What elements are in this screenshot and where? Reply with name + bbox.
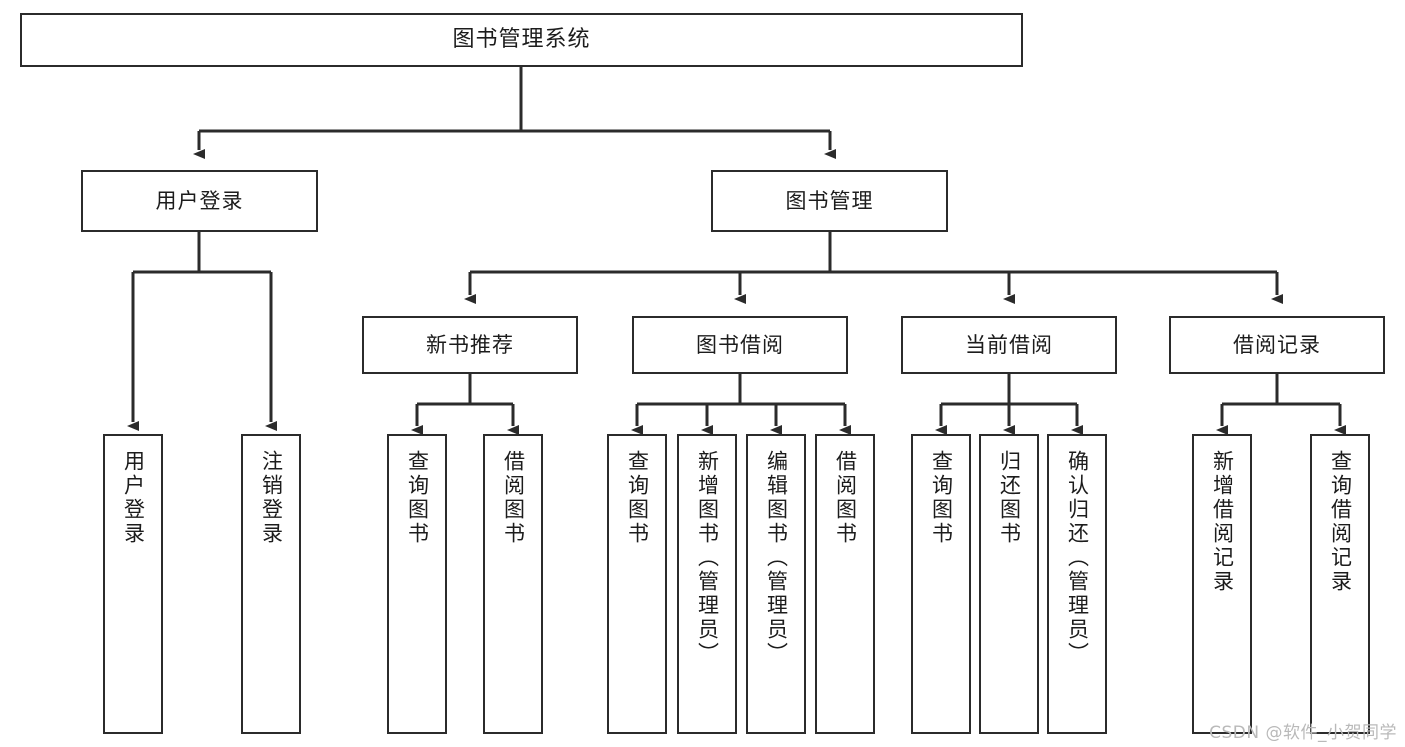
node-label: 确认归还（管理员）: [1065, 450, 1090, 666]
node-new-book-recommend[interactable]: 新书推荐: [362, 316, 578, 374]
node-label: 图书管理系统: [452, 27, 591, 53]
node-label: 编辑图书（管理员）: [764, 450, 789, 666]
node-leaf-recommend-borrow-book[interactable]: 借阅图书: [483, 434, 543, 734]
node-label: 借阅图书: [501, 450, 526, 546]
node-root-book-management-system[interactable]: 图书管理系统: [20, 13, 1023, 67]
node-user-login[interactable]: 用户登录: [81, 170, 318, 232]
csdn-watermark: CSDN @软件_小贺同学: [1209, 723, 1397, 743]
node-label: 当前借阅: [965, 332, 1053, 357]
node-label: 新增图书（管理员）: [695, 450, 720, 666]
node-label: 注销登录: [259, 450, 284, 546]
node-leaf-current-confirm-return-admin[interactable]: 确认归还（管理员）: [1047, 434, 1107, 734]
node-label: 借阅记录: [1233, 332, 1321, 357]
node-label: 借阅图书: [833, 450, 858, 546]
node-label: 查询借阅记录: [1328, 450, 1353, 594]
node-book-management[interactable]: 图书管理: [711, 170, 948, 232]
node-label: 新书推荐: [426, 332, 514, 357]
node-leaf-record-query-record[interactable]: 查询借阅记录: [1310, 434, 1370, 734]
node-borrow-record[interactable]: 借阅记录: [1169, 316, 1385, 374]
node-leaf-recommend-query-book[interactable]: 查询图书: [387, 434, 447, 734]
node-label: 查询图书: [929, 450, 954, 546]
node-label: 图书借阅: [696, 332, 784, 357]
node-leaf-current-query-book[interactable]: 查询图书: [911, 434, 971, 734]
node-leaf-borrow-edit-book-admin[interactable]: 编辑图书（管理员）: [746, 434, 806, 734]
node-current-borrow[interactable]: 当前借阅: [901, 316, 1117, 374]
node-label: 查询图书: [625, 450, 650, 546]
node-label: 图书管理: [785, 188, 874, 213]
node-label: 用户登录: [155, 188, 244, 213]
node-label: 查询图书: [405, 450, 430, 546]
node-label: 用户登录: [121, 450, 146, 546]
node-leaf-user-login-logout[interactable]: 注销登录: [241, 434, 301, 734]
node-label: 新增借阅记录: [1210, 450, 1235, 594]
node-leaf-record-add-record[interactable]: 新增借阅记录: [1192, 434, 1252, 734]
node-book-borrow[interactable]: 图书借阅: [632, 316, 848, 374]
node-label: 归还图书: [997, 450, 1022, 546]
node-leaf-borrow-add-book-admin[interactable]: 新增图书（管理员）: [677, 434, 737, 734]
node-leaf-borrow-borrow-book[interactable]: 借阅图书: [815, 434, 875, 734]
node-leaf-borrow-query-book[interactable]: 查询图书: [607, 434, 667, 734]
node-leaf-current-return-book[interactable]: 归还图书: [979, 434, 1039, 734]
node-leaf-user-login-login[interactable]: 用户登录: [103, 434, 163, 734]
